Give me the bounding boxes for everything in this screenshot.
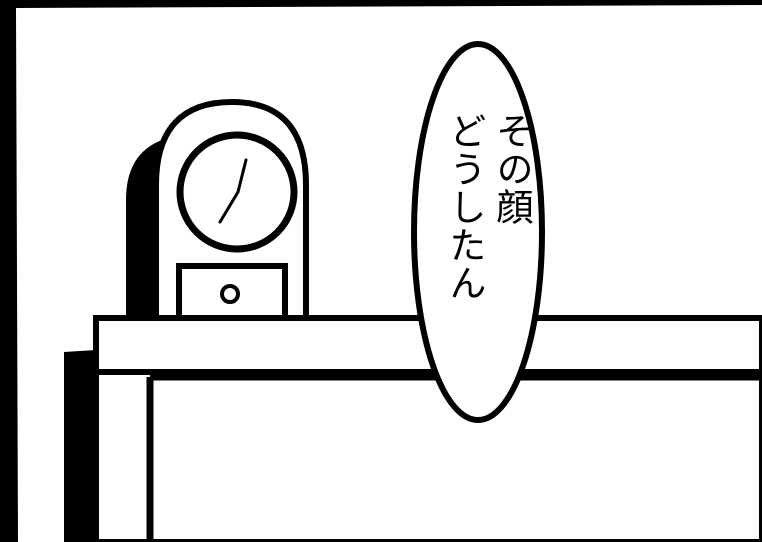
cabinet (64, 315, 762, 542)
speech-text-line-1: その顔 (490, 112, 533, 226)
speech-bubble (411, 41, 545, 423)
speech-text-line-2: どうしたん (443, 112, 486, 302)
clock-icon (126, 98, 309, 330)
